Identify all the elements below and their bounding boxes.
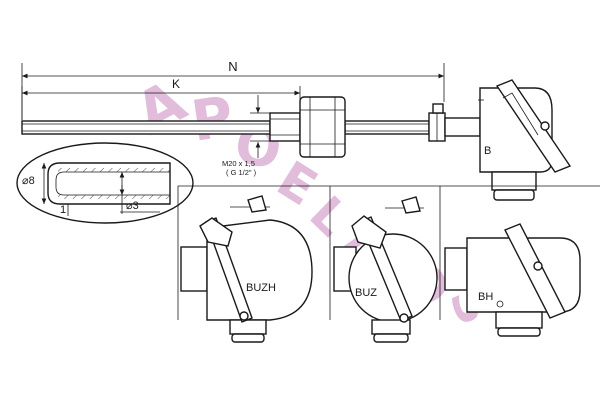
- head-b: B: [428, 79, 572, 201]
- thread-label: M20 x 1,5: [222, 159, 255, 168]
- sheath-tube: [21, 120, 430, 135]
- tip-detail: ⌀3 ⌀8 1: [16, 142, 194, 224]
- head-bh-label: BH: [478, 291, 493, 303]
- dimension-n-label: N: [228, 59, 237, 74]
- thread-alt-label: ( G 1/2" ): [226, 168, 257, 177]
- watermark-letter: P: [188, 85, 238, 155]
- head-buz: BUZ: [333, 196, 438, 343]
- dimension-n: N: [21, 59, 445, 120]
- dimension-k-label: K: [172, 77, 180, 91]
- head-buzh: BUZH: [180, 195, 313, 343]
- wall-label: 1: [60, 204, 66, 216]
- buz-clip-icon: [385, 196, 424, 214]
- diameter-label: ⌀8: [22, 175, 35, 187]
- compression-fitting: [269, 96, 346, 158]
- buzh-clip-icon: [230, 195, 270, 213]
- thread-callout: M20 x 1,5 ( G 1/2" ): [222, 95, 270, 177]
- watermark-letter: A: [125, 67, 197, 148]
- head-buz-label: BUZ: [355, 287, 377, 299]
- head-buzh-label: BUZH: [246, 282, 276, 294]
- head-b-label: B: [484, 145, 491, 157]
- panel-dividers: [177, 185, 600, 320]
- dimension-k: K: [21, 77, 301, 120]
- inner-diameter-label: ⌀3: [126, 200, 139, 212]
- head-bh: BH: [444, 223, 581, 337]
